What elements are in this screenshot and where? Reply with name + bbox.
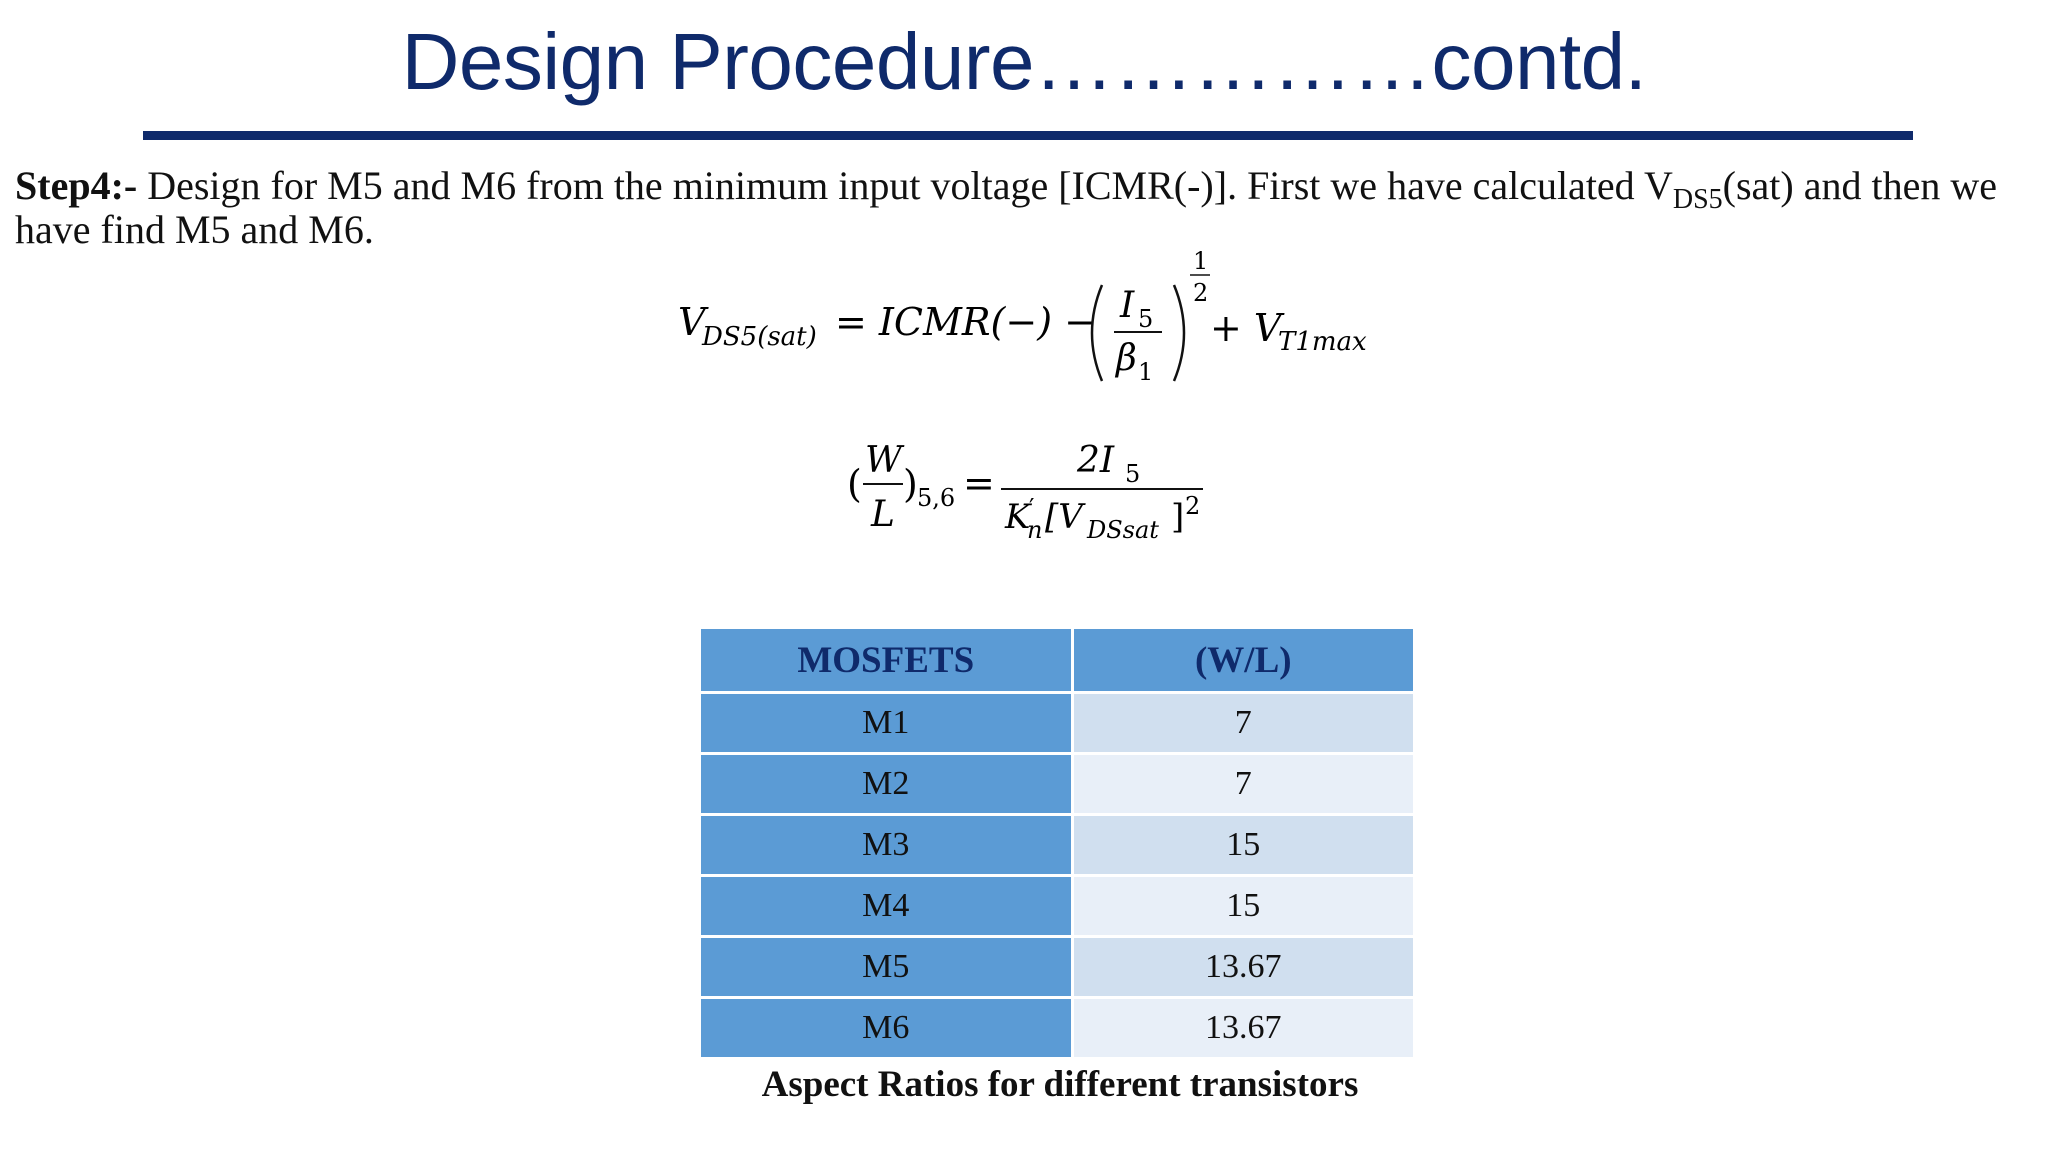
header-mosfets: MOSFETS <box>701 629 1071 691</box>
eq2-equals: = <box>963 461 995 505</box>
table-row: M4 15 <box>701 877 1413 935</box>
step-label: Step4:- <box>15 163 138 208</box>
aspect-ratio-equation: ( W L ) 5,6 = 2I 5 K ′ n [V DSsat ] 2 <box>847 440 1203 544</box>
table-row: M2 7 <box>701 755 1413 813</box>
aspect-ratio-table: MOSFETS (W/L) M1 7 M2 7 M3 15 M4 15 M5 1… <box>698 626 1416 1060</box>
table-row: M3 15 <box>701 816 1413 874</box>
header-wl: (W/L) <box>1073 629 1413 691</box>
eq1-denominator: β <box>1114 338 1137 379</box>
eq1-right-paren <box>1172 284 1186 382</box>
mosfet-cell: M2 <box>701 755 1071 813</box>
mosfet-cell: M1 <box>701 694 1071 752</box>
eq1-denominator-sub: 1 <box>1138 358 1153 386</box>
table-row: M5 13.67 <box>701 938 1413 996</box>
vds5-sat-equation: V DS5(sat) = ICMR(−) − I 5 β 1 1 2 + V T… <box>678 247 1367 386</box>
eq1-lhs-sub: DS5(sat) <box>701 322 817 352</box>
eq1-left-paren <box>1090 284 1104 382</box>
eq1-numerator-sub: 5 <box>1138 305 1153 333</box>
mosfet-cell: M4 <box>701 877 1071 935</box>
step-text-before: Design for M5 and M6 from the minimum in… <box>137 163 1673 208</box>
step-subscript: DS5 <box>1672 184 1723 215</box>
mosfet-cell: M3 <box>701 816 1071 874</box>
eq1-lhs: V <box>678 300 709 344</box>
eq2-k: K <box>1004 497 1033 537</box>
eq1-rhs: = ICMR(−) − <box>835 300 1096 344</box>
table-row: M1 7 <box>701 694 1413 752</box>
wl-cell: 15 <box>1073 877 1413 935</box>
eq2-vds-sub: DSsat <box>1086 516 1159 544</box>
eq2-numerator-sub: 5 <box>1125 460 1140 488</box>
mosfet-cell: M6 <box>701 999 1071 1057</box>
eq1-exponent-num: 1 <box>1193 247 1208 275</box>
eq2-close-bracket: ] <box>1171 497 1184 537</box>
eq1-numerator: I <box>1119 285 1135 326</box>
eq2-k-prime: ′ <box>1029 494 1034 522</box>
wl-cell: 13.67 <box>1073 938 1413 996</box>
eq2-vds: [V <box>1045 497 1086 537</box>
eq2-l: L <box>870 494 895 535</box>
eq2-sub: 5,6 <box>917 484 955 512</box>
step-text-after: (sat) and then we have find M5 and M6. <box>15 163 1997 252</box>
eq1-plus-term: + V <box>1210 306 1285 350</box>
slide-title: Design Procedure……………contd. <box>401 17 1647 106</box>
eq2-numerator: 2I <box>1076 440 1115 481</box>
mosfet-cell: M5 <box>701 938 1071 996</box>
step-paragraph: Step4:- Design for M5 and M6 from the mi… <box>15 164 2005 252</box>
eq2-k-sub: n <box>1027 516 1042 544</box>
title-underline <box>143 131 1913 140</box>
eq1-plus-sub: T1max <box>1278 327 1367 357</box>
eq2-w: W <box>865 440 905 481</box>
table-caption: Aspect Ratios for different transistors <box>761 1064 1359 1105</box>
svg-text:): ) <box>903 462 918 506</box>
eq2-square: 2 <box>1185 492 1200 520</box>
wl-cell: 13.67 <box>1073 999 1413 1057</box>
eq1-exponent-den: 2 <box>1193 279 1208 307</box>
wl-cell: 7 <box>1073 694 1413 752</box>
wl-cell: 7 <box>1073 755 1413 813</box>
wl-cell: 15 <box>1073 816 1413 874</box>
table-row: M6 13.67 <box>701 999 1413 1057</box>
svg-text:(: ( <box>847 462 862 506</box>
table-header-row: MOSFETS (W/L) <box>701 629 1413 691</box>
